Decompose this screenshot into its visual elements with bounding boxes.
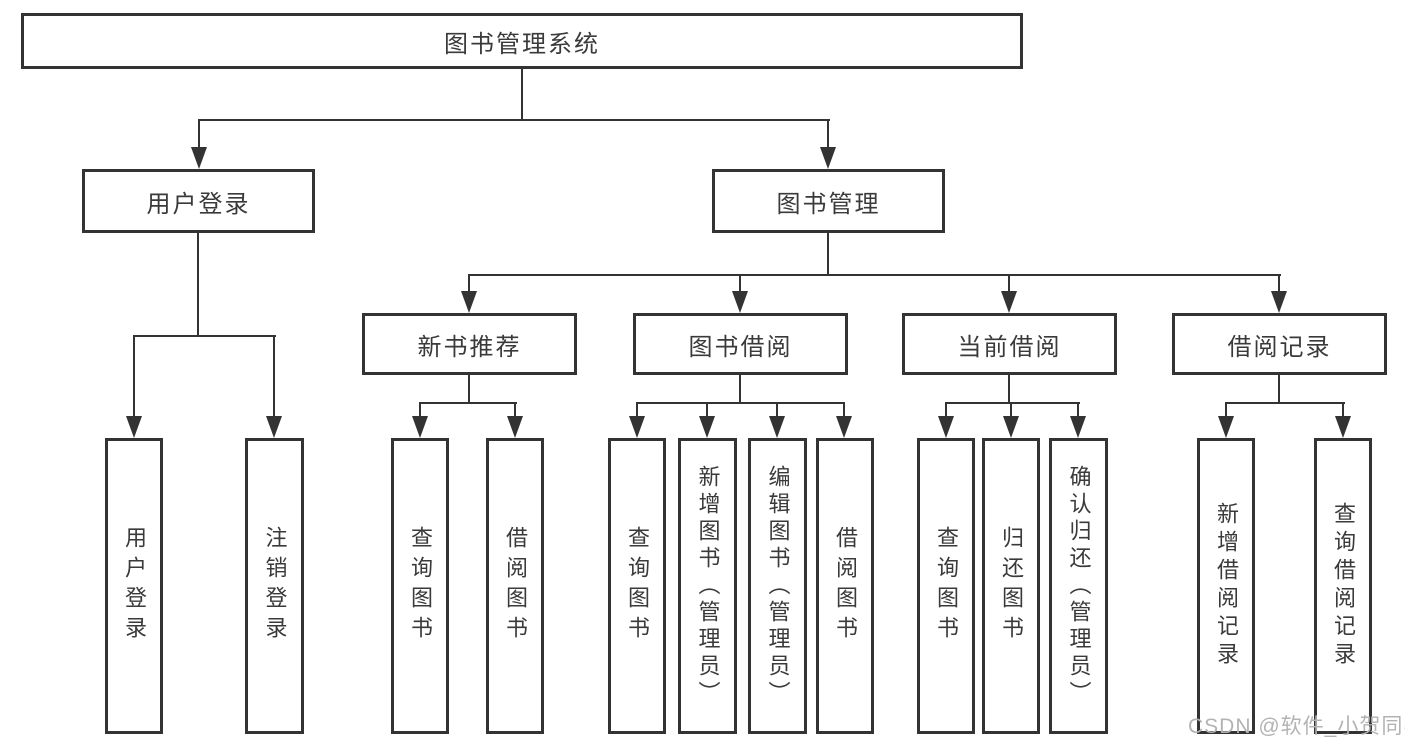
leaf-label: 新增借阅记录 [1214,502,1239,670]
connector-line [133,335,135,418]
node-label: 当前借阅 [957,333,1062,361]
leaf-label: 借阅图书 [503,526,528,646]
leaf-label: 借阅图书 [833,526,858,646]
arrowhead-down-icon [938,416,954,438]
leaf-borrow-books-borrowing: 借阅图书 [816,438,874,734]
leaf-user-login: 用户登录 [105,438,163,734]
leaf-label: 用户登录 [122,526,147,646]
arrowhead-down-icon [1335,416,1351,438]
csdn-watermark: CSDN @软件_小贺同学 [1188,715,1405,738]
node-current-borrowing: 当前借阅 [902,313,1117,375]
arrowhead-down-icon [461,291,477,313]
leaf-logout: 注销登录 [245,438,304,734]
connector-line [843,402,845,418]
leaf-borrow-books-recommend: 借阅图书 [486,438,544,734]
node-label: 借阅记录 [1227,333,1332,361]
arrowhead-down-icon [1271,291,1287,313]
leaf-query-books-recommend: 查询图书 [391,438,449,734]
connector-line [419,402,421,418]
connector-line [198,119,830,121]
connector-line [1342,402,1344,418]
arrowhead-down-icon [1218,416,1234,438]
node-book-borrowing: 图书借阅 [633,313,848,375]
leaf-label: 新增图书（管理员） [695,464,721,708]
connector-line [273,335,275,418]
arrowhead-down-icon [507,416,523,438]
node-label: 用户登录 [146,190,251,218]
connector-line [1225,402,1227,418]
node-borrowing-records: 借阅记录 [1172,313,1387,375]
connector-line [419,402,517,404]
leaf-add-borrow-record: 新增借阅记录 [1197,438,1255,734]
connector-line [133,335,276,337]
arrowhead-down-icon [820,147,836,169]
connector-line [827,119,829,149]
connector-line [827,233,829,276]
arrowhead-down-icon [191,147,207,169]
connector-line [636,402,844,404]
connector-line [1278,274,1280,293]
arrowhead-down-icon [1070,416,1086,438]
arrowhead-down-icon [266,416,282,438]
arrowhead-down-icon [1001,291,1017,313]
connector-line [1008,274,1010,293]
connector-line [1008,375,1010,404]
node-label: 图书管理系统 [444,30,600,58]
connector-line [198,119,200,149]
node-root-library-system: 图书管理系统 [21,13,1023,69]
connector-line [468,274,1281,276]
leaf-label: 查询图书 [408,526,433,646]
connector-line [1010,402,1012,418]
leaf-label: 查询借阅记录 [1331,502,1356,670]
leaf-return-books: 归还图书 [982,438,1040,734]
node-label: 新书推荐 [417,333,522,361]
arrowhead-down-icon [699,416,715,438]
node-label: 图书管理 [776,190,881,218]
connector-line [1077,402,1079,418]
connector-line [521,69,523,121]
arrowhead-down-icon [769,416,785,438]
node-user-login: 用户登录 [82,169,315,233]
arrowhead-down-icon [126,416,142,438]
leaf-query-borrow-record: 查询借阅记录 [1314,438,1372,734]
connector-line [776,402,778,418]
connector-line [468,274,470,293]
node-book-management: 图书管理 [712,169,945,233]
leaf-query-books-borrowing: 查询图书 [608,438,666,734]
leaf-label: 查询图书 [625,526,650,646]
connector-line [1278,375,1280,404]
node-label: 图书借阅 [688,333,793,361]
connector-line [945,402,1080,404]
node-new-book-recommend: 新书推荐 [362,313,577,375]
connector-line [468,375,470,404]
arrowhead-down-icon [836,416,852,438]
leaf-add-books-admin: 新增图书（管理员） [678,438,737,734]
leaf-label: 注销登录 [262,526,288,646]
arrowhead-down-icon [1003,416,1019,438]
arrowhead-down-icon [732,291,748,313]
arrowhead-down-icon [412,416,428,438]
connector-line [1225,402,1345,404]
connector-line [197,233,199,337]
leaf-query-books-current: 查询图书 [917,438,975,734]
connector-line [739,274,741,293]
connector-line [636,402,638,418]
connector-line [739,375,741,404]
leaf-label: 查询图书 [934,526,959,646]
leaf-confirm-return-admin: 确认归还（管理员） [1049,438,1108,734]
leaf-label: 确认归还（管理员） [1066,464,1092,708]
leaf-edit-books-admin: 编辑图书（管理员） [748,438,807,734]
leaf-label: 归还图书 [999,526,1024,646]
arrowhead-down-icon [629,416,645,438]
leaf-label: 编辑图书（管理员） [765,464,791,708]
connector-line [514,402,516,418]
connector-line [945,402,947,418]
connector-line [706,402,708,418]
